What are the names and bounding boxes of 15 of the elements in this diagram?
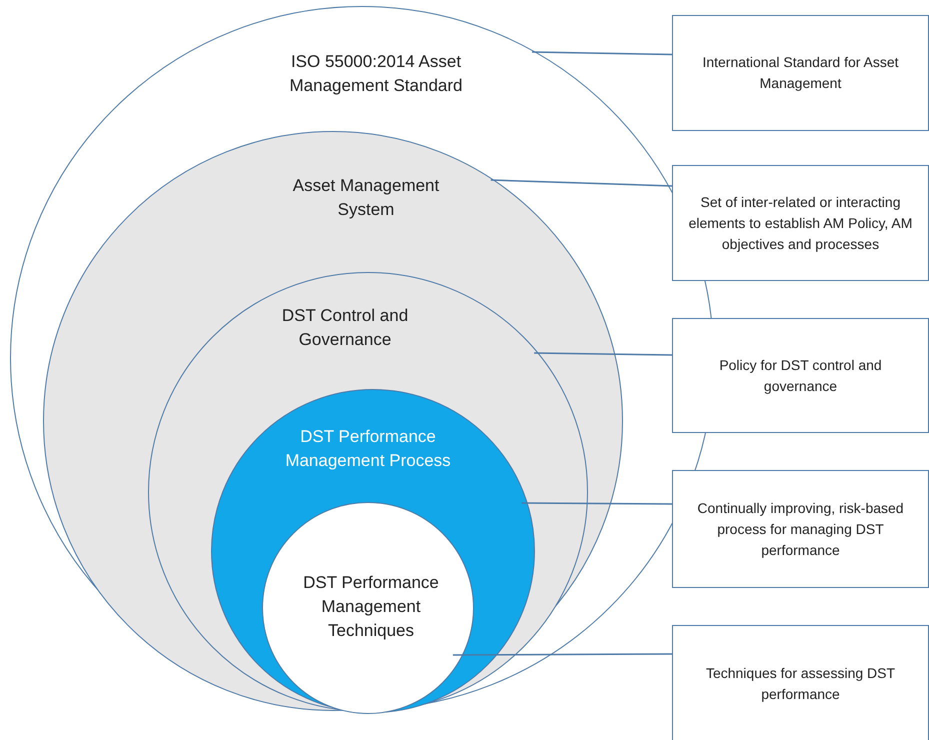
callout-box — [672, 625, 929, 740]
callout-box — [672, 470, 929, 588]
callout-box — [672, 318, 929, 433]
region-label: DST Performance Management Process — [284, 426, 452, 472]
callout-box — [672, 15, 929, 131]
callout-box — [672, 165, 929, 281]
region-label: DST Control and Governance — [280, 305, 410, 351]
callout-text: Continually improving, risk-based process for managing DST performance — [696, 498, 905, 560]
callout-text: International Standard for Asset Management — [701, 53, 900, 93]
callout-text: Policy for DST control and governance — [718, 356, 883, 396]
region-label: ISO 55000:2014 Asset Management Standard — [288, 51, 464, 97]
callout-text: Set of inter-related or interacting elements to establish AM Policy, AM objectives and processes — [688, 192, 914, 254]
region-label: DST Performance Management Techniques — [302, 572, 440, 642]
callout-text: Techniques for assessing DST performance — [704, 664, 896, 704]
region-label: Asset Management System — [292, 175, 440, 221]
